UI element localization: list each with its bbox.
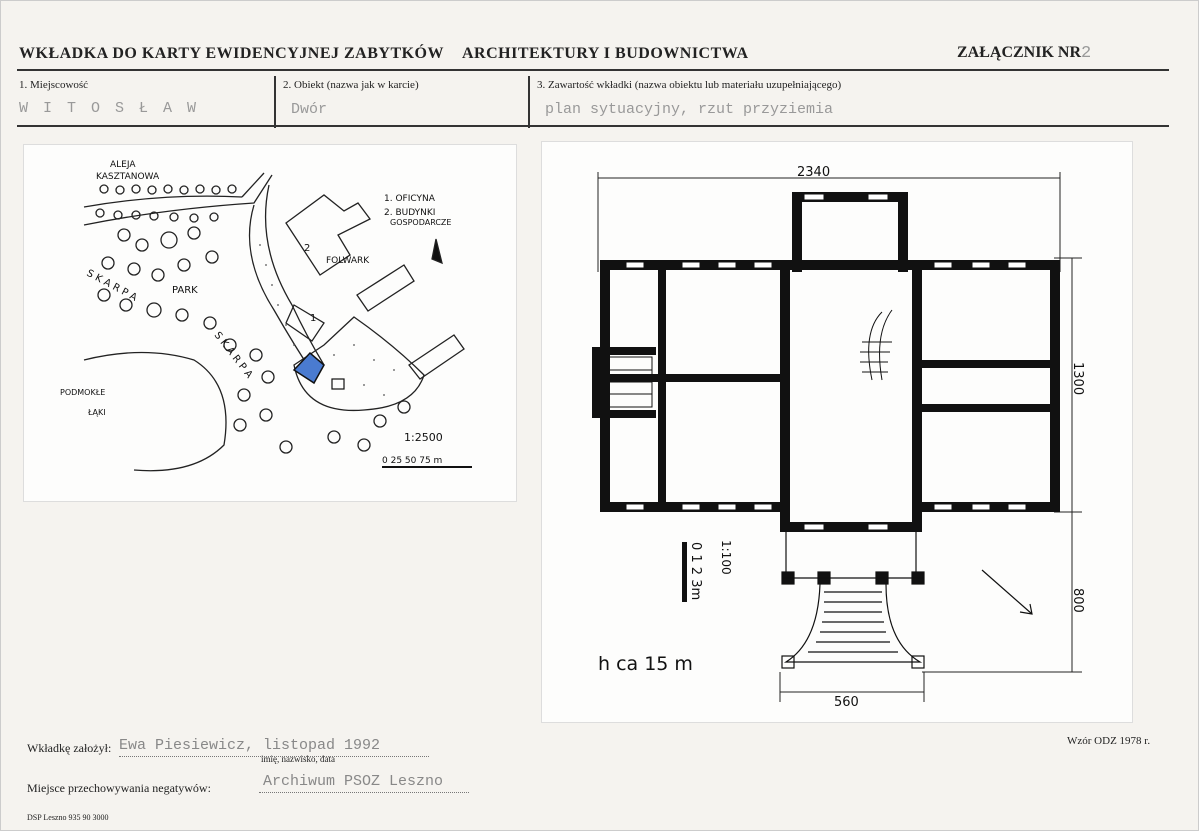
building-number-2: 2: [304, 243, 310, 254]
dim-right-1: 1300: [1070, 362, 1085, 395]
height-note: h ca 15 m: [598, 653, 693, 675]
site-plan-panel: ALEJA KASZTANOWA 1. OFICYNA 2. BUDYNKI G…: [23, 144, 517, 502]
field-object-label: 2. Obiekt (nazwa jak w karcie): [283, 79, 419, 91]
card-title: WKŁADKA DO KARTY EWIDENCYJNEJ ZABYTKÓW AR…: [19, 45, 749, 63]
storage-value: Archiwum PSOZ Leszno: [263, 773, 444, 790]
field-content-label: 3. Zawartość wkładki (nazwa obiektu lub …: [537, 79, 842, 91]
floor-scale-bar: [682, 542, 687, 602]
storage-dotline: [259, 792, 469, 793]
field-divider-2: [528, 76, 530, 128]
kasztanowa-label: KASZTANOWA: [96, 172, 160, 182]
site-plan-drawing: ALEJA KASZTANOWA 1. OFICYNA 2. BUDYNKI G…: [60, 160, 472, 472]
skarpa-label-2: S K A R P A: [212, 330, 255, 381]
title-right: ARCHITEKTURY I BUDOWNICTWA: [462, 45, 749, 62]
established-label: Wkładkę założył:: [27, 741, 112, 755]
annex-text: ZAŁĄCZNIK NR: [957, 44, 1082, 61]
floor-scale-label: 1:100: [719, 540, 733, 575]
legend-item-2b: GOSPODARCZE: [390, 218, 451, 227]
dim-bottom: 560: [834, 695, 859, 710]
aleja-label: ALEJA: [110, 160, 136, 170]
annex-label: ZAŁĄCZNIK NR2: [957, 44, 1091, 63]
field-locality-label: 1. Miejscowość: [19, 79, 89, 91]
podmokle-label: PODMOKŁE: [60, 388, 105, 397]
park-label: PARK: [172, 285, 198, 296]
building-number-1: 1: [310, 313, 316, 324]
dim-right-2: 800: [1070, 588, 1085, 613]
field-content-value: plan sytuacyjny, rzut przyziemia: [545, 101, 834, 118]
legend-item-2: 2. BUDYNKI: [384, 208, 435, 218]
title-left: WKŁADKA DO KARTY EWIDENCYJNEJ ZABYTKÓW: [19, 45, 444, 62]
field-object-value: Dwór: [291, 101, 328, 118]
laki-label: ŁĄKI: [87, 408, 106, 417]
site-scale-label: 1:2500: [404, 431, 443, 444]
dim-top: 2340: [797, 165, 830, 180]
dsp-label: DSP Leszno 935 90 3000: [27, 813, 109, 822]
floor-plan-panel: 1:100 0 1 2 3m 2340 1300 800 560 h ca 15…: [541, 141, 1133, 723]
header-rule-top: [17, 69, 1169, 71]
field-divider-1: [274, 76, 276, 128]
floor-plan-drawing: 1:100 0 1 2 3m 2340 1300 800 560 h ca 15…: [592, 165, 1085, 710]
established-dotline: [119, 756, 429, 757]
legend-item-1: 1. OFICYNA: [384, 194, 436, 204]
storage-label: Miejsce przechowywania negatywów:: [27, 781, 211, 795]
site-scale-ticks: 0 25 50 75 m: [382, 456, 442, 466]
field-locality-value: W I T O S Ł A W: [19, 100, 200, 117]
established-hint: imię, nazwisko, data: [261, 754, 335, 764]
established-value: Ewa Piesiewicz, listopad 1992: [119, 737, 381, 754]
floor-scale-ticks: 0 1 2 3m: [688, 542, 703, 600]
annex-number: 2: [1081, 44, 1092, 63]
pattern-label: Wzór ODZ 1978 r.: [1067, 735, 1151, 747]
folwark-label: FOLWARK: [326, 256, 370, 266]
header-rule-bottom: [17, 125, 1169, 127]
